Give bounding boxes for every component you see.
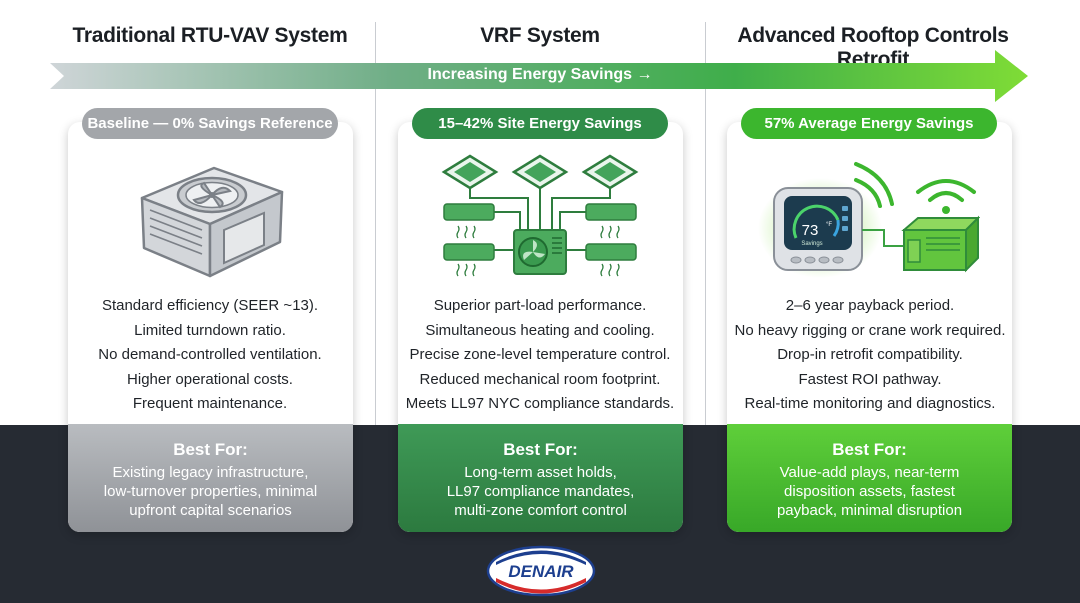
best-for-line: multi-zone comfort control — [454, 502, 627, 519]
retrofit-savings-badge: 57% Average Energy Savings — [741, 108, 997, 139]
denair-logo: DENAIR — [486, 545, 596, 597]
best-for-text: Value-add plays, near-term disposition a… — [727, 463, 1012, 520]
smart-thermostat-icon: 73 °F Savings — [758, 162, 980, 278]
thermostat-temperature: 73 — [802, 222, 819, 239]
feature-item: Standard efficiency (SEER ~13). — [101, 297, 319, 314]
column-divider — [705, 22, 706, 425]
feature-item: No heavy rigging or crane work required. — [734, 321, 1006, 339]
vrf-system-icon — [441, 154, 639, 277]
energy-savings-arrow: Increasing Energy Savings → — [50, 50, 1030, 102]
feature-item: Real-time monitoring and diagnostics. — [744, 395, 996, 412]
feature-item: Fastest ROI pathway. — [798, 370, 942, 388]
feature-item: Simultaneous heating and cooling. — [425, 321, 655, 339]
best-for-line: Existing legacy infrastructure, — [112, 464, 309, 481]
best-for-line: LL97 compliance mandates, — [446, 483, 635, 500]
column-title-vrf: VRF System — [480, 24, 600, 47]
best-for-panel: Best For: Long-term asset holds, LL97 co… — [398, 424, 683, 532]
best-for-text: Existing legacy infrastructure, low-turn… — [68, 463, 353, 520]
feature-item: 2–6 year payback period. — [785, 297, 955, 314]
rooftop-unit-icon — [140, 166, 284, 278]
wireless-signal-icon — [854, 162, 976, 208]
best-for-panel: Best For: Existing legacy infrastructure… — [68, 424, 353, 532]
vrf-savings-badge: 15–42% Site Energy Savings — [412, 108, 668, 139]
best-for-line: disposition assets, fastest — [784, 483, 955, 500]
thermostat-unit: °F — [826, 222, 832, 228]
feature-list-vrf: Superior part-load performance. Simultan… — [375, 294, 705, 417]
best-for-line: Value-add plays, near-term — [779, 464, 960, 481]
feature-item: Precise zone-level temperature control. — [409, 346, 671, 363]
column-title-rtu-vav: Traditional RTU-VAV System — [72, 24, 348, 47]
feature-item: Drop-in retrofit compatibility. — [777, 346, 963, 363]
best-for-line: payback, minimal disruption — [776, 502, 963, 519]
logo-text: DENAIR — [508, 562, 574, 581]
best-for-title: Best For: — [173, 440, 248, 459]
best-for-title: Best For: — [832, 440, 907, 459]
best-for-title: Best For: — [503, 440, 578, 459]
card-vrf: Best For: Long-term asset holds, LL97 co… — [398, 122, 683, 532]
feature-list-controls-retrofit: 2–6 year payback period. No heavy riggin… — [705, 294, 1035, 417]
arrow-label: Increasing Energy Savings → — [427, 66, 653, 83]
feature-item: Frequent maintenance. — [132, 395, 288, 412]
column-divider — [375, 22, 376, 425]
arrow-shape — [50, 50, 1028, 102]
feature-item: Reduced mechanical room footprint. — [419, 370, 661, 388]
baseline-savings-badge: Baseline — 0% Savings Reference — [82, 108, 338, 139]
best-for-line: upfront capital scenarios — [129, 502, 292, 519]
feature-item: Limited turndown ratio. — [134, 321, 286, 339]
card-controls-retrofit: Best For: Value-add plays, near-term dis… — [727, 122, 1012, 532]
best-for-line: low-turnover properties, minimal — [103, 483, 318, 500]
best-for-text: Long-term asset holds, LL97 compliance m… — [398, 463, 683, 520]
best-for-panel: Best For: Value-add plays, near-term dis… — [727, 424, 1012, 532]
best-for-line: Long-term asset holds, — [464, 464, 617, 481]
thermostat-caption: Savings — [801, 241, 822, 247]
feature-item: No demand-controlled ventilation. — [98, 346, 322, 363]
feature-list-rtu-vav: Standard efficiency (SEER ~13). Limited … — [45, 294, 375, 417]
feature-item: Superior part-load performance. — [433, 297, 647, 314]
feature-item: Higher operational costs. — [127, 370, 293, 388]
feature-item: Meets LL97 NYC compliance standards. — [405, 395, 675, 412]
